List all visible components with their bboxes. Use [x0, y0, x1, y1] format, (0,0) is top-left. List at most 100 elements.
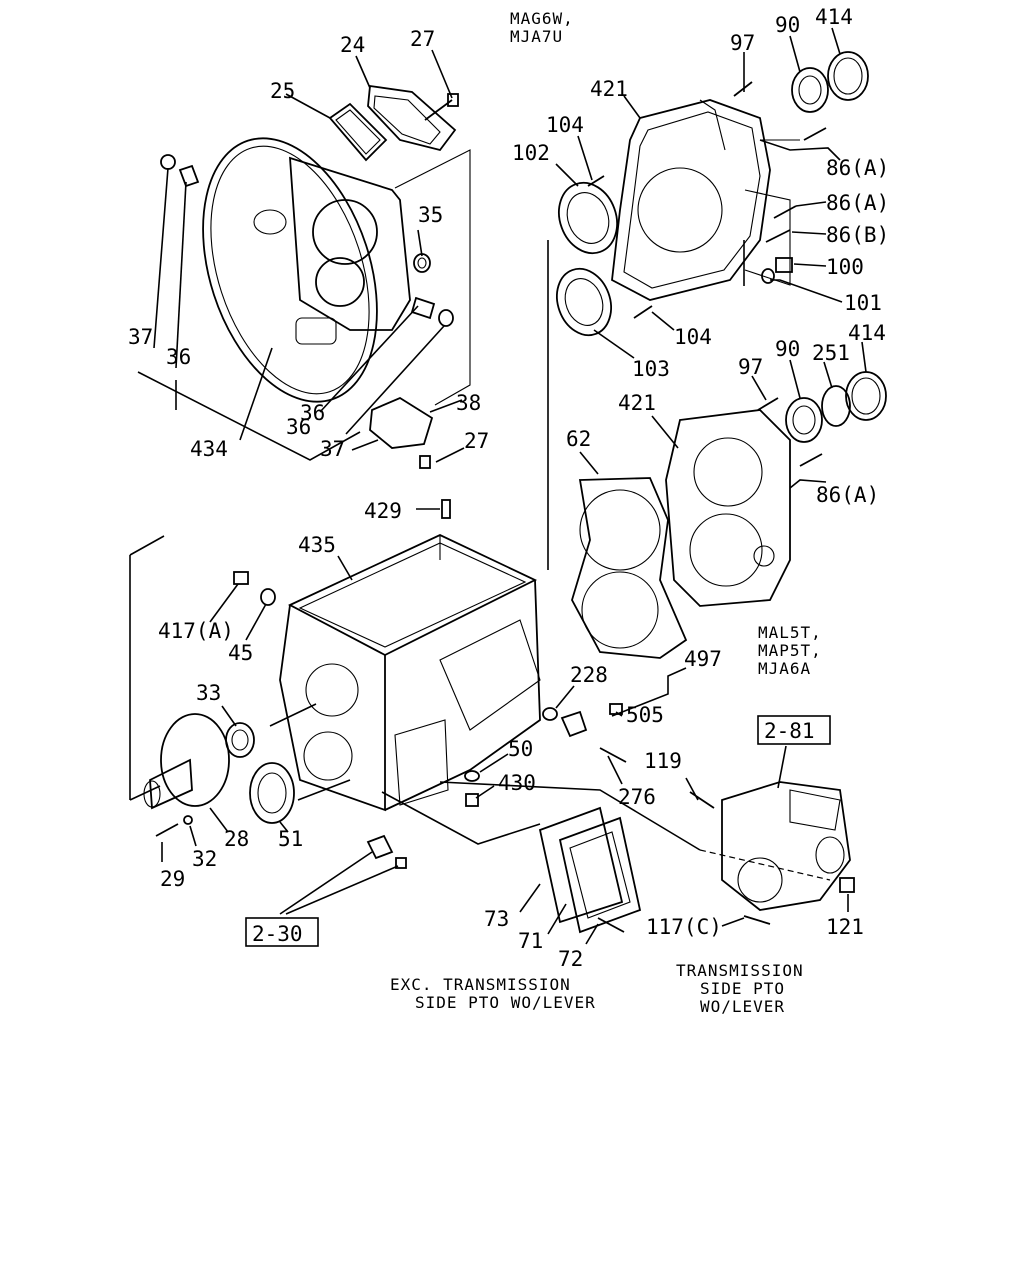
callout-33: 33 [196, 681, 221, 705]
cover-24 [367, 84, 457, 152]
stud-97-lower [757, 397, 779, 411]
variant-note-right: MAL5T, MAP5T, MJA6A [758, 623, 822, 678]
ring-251 [821, 385, 851, 427]
bolts-86-upper [765, 127, 827, 243]
callout-429: 429 [364, 499, 402, 523]
clutch-housing-434 [202, 137, 471, 406]
ring-228 [542, 707, 558, 721]
callout-414-upper: 414 [815, 5, 853, 29]
callout-32: 32 [192, 847, 217, 871]
callout-97-upper: 97 [730, 31, 755, 55]
variant-note-exc-pto: EXC. TRANSMISSION SIDE PTO WO/LEVER [390, 975, 595, 1012]
housing-421-upper [611, 99, 800, 301]
callout-35: 35 [418, 203, 443, 227]
callout-90-upper: 90 [775, 13, 800, 37]
callout-labels: 24 27 25 97 90 414 421 104 102 86(A) 86(… [128, 5, 889, 971]
cover-103 [556, 267, 612, 337]
callout-417a: 417(A) [158, 619, 234, 643]
variant-note-pto-line3: WO/LEVER [700, 997, 785, 1016]
callout-251: 251 [812, 341, 850, 365]
callout-414-lower: 414 [848, 321, 886, 345]
callout-29: 29 [160, 867, 185, 891]
gasket-62 [571, 477, 688, 659]
callout-36-lower: 36 [286, 415, 311, 439]
stud-97-upper [733, 81, 753, 97]
callout-430: 430 [498, 771, 536, 795]
bolt-72 [597, 917, 625, 933]
seal-33 [225, 722, 255, 758]
callout-86a-2: 86(A) [826, 191, 889, 215]
callout-25: 25 [270, 79, 295, 103]
bolt-29 [155, 823, 179, 837]
leader-lines [129, 27, 867, 945]
variant-note-pto: TRANSMISSION SIDE PTO WO/LEVER [676, 961, 804, 1016]
callout-121: 121 [826, 915, 864, 939]
callout-50: 50 [508, 737, 533, 761]
callout-102: 102 [512, 141, 550, 165]
pin-429 [441, 499, 451, 519]
callout-435: 435 [298, 533, 336, 557]
plug-35 [413, 253, 431, 273]
washer-50 [464, 770, 480, 782]
variant-note-exc-pto-line1: EXC. TRANSMISSION [390, 975, 571, 994]
callout-86a-1: 86(A) [826, 156, 889, 180]
ref-box-2-30-label: 2-30 [252, 922, 303, 946]
bolt-27-bottom [419, 455, 431, 469]
callout-117c: 117(C) [646, 915, 722, 939]
callout-505: 505 [626, 703, 664, 727]
ref-box-2-81[interactable]: 2-81 [757, 715, 831, 745]
bushing-37-right [438, 309, 454, 327]
ring-414-upper [827, 51, 869, 101]
callout-104-lower: 104 [674, 325, 712, 349]
callout-97-lower: 97 [738, 355, 763, 379]
washer-45 [260, 588, 276, 606]
housing-421-lower [665, 409, 791, 607]
bushing-37-left [160, 154, 176, 170]
bolt-104-lower [633, 305, 653, 319]
ref-box-2-30[interactable]: 2-30 [245, 917, 319, 947]
sensor-2-30-part [366, 834, 407, 869]
bolt-27-top [424, 93, 459, 121]
callout-37-lower: 37 [320, 437, 345, 461]
callout-27-bottom: 27 [464, 429, 489, 453]
callout-100: 100 [826, 255, 864, 279]
bolt-276 [599, 747, 627, 763]
variant-note-pto-line2: SIDE PTO [700, 979, 785, 998]
callout-71: 71 [518, 929, 543, 953]
gasket-73 [538, 806, 624, 924]
plug-100 [775, 257, 793, 273]
nut-121 [839, 877, 855, 893]
bolt-417a [233, 571, 249, 585]
pto-assembly [721, 781, 851, 911]
variant-note-top-line2: MJA7U [510, 27, 563, 46]
seal-90-lower [785, 397, 823, 443]
callout-24: 24 [340, 33, 365, 57]
switch-497 [560, 710, 588, 738]
variant-note-top: MAG6W, MJA7U [510, 9, 574, 46]
callout-45: 45 [228, 641, 253, 665]
stud-119 [689, 791, 715, 809]
callout-421-lower: 421 [618, 391, 656, 415]
callout-36-middle: 36 [300, 401, 325, 425]
ref-box-2-81-label: 2-81 [764, 719, 815, 743]
cover-38 [369, 396, 434, 449]
variant-note-top-line1: MAG6W, [510, 9, 574, 28]
seal-90-upper [791, 67, 829, 113]
callout-73: 73 [484, 907, 509, 931]
variant-note-right-line2: MAP5T, [758, 641, 822, 660]
cover-71 [558, 816, 642, 934]
ring-414-lower [845, 371, 887, 421]
callout-276: 276 [618, 785, 656, 809]
bushing-36-right [410, 296, 436, 320]
variant-note-pto-line1: TRANSMISSION [676, 961, 804, 980]
washer-101 [761, 268, 775, 284]
callout-497: 497 [684, 647, 722, 671]
callout-434: 434 [190, 437, 228, 461]
retainer-28 [143, 713, 230, 810]
bushing-36-left [178, 164, 200, 188]
callout-62: 62 [566, 427, 591, 451]
callout-119: 119 [644, 749, 682, 773]
bolt-86-lower [799, 453, 823, 467]
callout-86b: 86(B) [826, 223, 889, 247]
